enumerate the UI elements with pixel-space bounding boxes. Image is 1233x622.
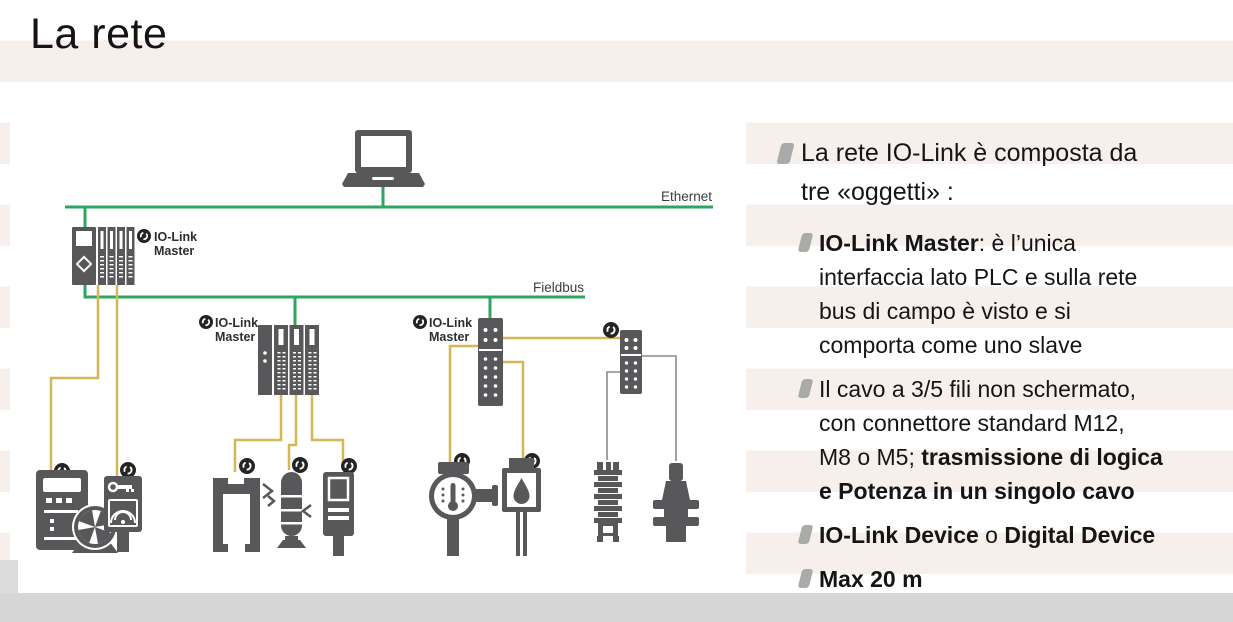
bullet-item: IO-Link Device o Digital Device	[797, 518, 1231, 552]
bullet-marker-icon	[797, 233, 814, 252]
laptop-icon	[342, 130, 425, 187]
digital-cables	[606, 355, 677, 461]
io-link-master-plc-label: IO-Link Master	[137, 229, 197, 258]
device-rfid-sensor	[104, 476, 142, 552]
bullet-text: Max 20 m	[819, 566, 923, 592]
device-signal-tower	[262, 472, 312, 548]
bullet-item: La rete IO-Link è composta da tre «ogget…	[776, 134, 1231, 212]
ethernet-line	[65, 187, 713, 227]
ethernet-label: Ethernet	[661, 189, 712, 204]
device-valve-sensor	[323, 472, 354, 556]
device-flow-sensor	[502, 458, 541, 556]
network-diagram-panel: Ethernet Fieldbus	[10, 105, 746, 593]
io-link-master-plc	[72, 227, 135, 285]
device-temperature-sensor	[429, 462, 498, 556]
footer-band	[0, 593, 1233, 622]
device-proximity-sensor-ribbed	[594, 462, 622, 542]
io-link-cables	[49, 285, 620, 478]
fieldbus-line	[83, 285, 585, 325]
fieldbus-label: Fieldbus	[533, 280, 584, 295]
bullet-marker-icon	[776, 143, 795, 164]
io-link-badge-icon	[413, 315, 427, 329]
io-link-master-block	[478, 318, 503, 406]
svg-text:IO-Link: IO-Link	[429, 316, 472, 330]
svg-text:Master: Master	[154, 244, 194, 258]
device-fork-sensor	[213, 478, 260, 552]
io-link-master-block-label: IO-Link Master	[413, 315, 472, 344]
bullet-list: La rete IO-Link è composta da tre «ogget…	[776, 134, 1231, 606]
bullet-text: IO-Link Device o Digital Device	[819, 522, 1156, 548]
svg-text:Master: Master	[429, 330, 469, 344]
device-proximity-sensor-flanged	[653, 463, 699, 542]
bullet-marker-icon	[797, 379, 814, 398]
bullet-item: Max 20 m	[797, 562, 1231, 596]
arrow-icons	[262, 483, 312, 518]
svg-text:IO-Link: IO-Link	[215, 316, 258, 330]
corner-square	[0, 560, 18, 593]
svg-text:IO-Link: IO-Link	[154, 230, 197, 244]
bullet-text: IO-Link Master: è l’unica interfaccia la…	[819, 230, 1138, 358]
io-link-master-rack	[258, 325, 319, 395]
io-link-badge-icon	[603, 322, 619, 338]
device-drive-with-fan	[36, 470, 118, 553]
bullet-text: Il cavo a 3/5 fili non schermato, con co…	[819, 376, 1163, 504]
io-link-hub	[603, 322, 642, 394]
io-link-badge-icon	[137, 229, 151, 243]
bullet-item: IO-Link Master: è l’unica interfaccia la…	[797, 226, 1231, 362]
bullet-text: La rete IO-Link è composta da tre «ogget…	[801, 139, 1138, 206]
io-link-master-rack-label: IO-Link Master	[199, 315, 258, 344]
io-link-badge-icon	[239, 458, 255, 474]
io-link-badge-icon	[120, 462, 136, 478]
svg-text:Master: Master	[215, 330, 255, 344]
io-link-badge-icon	[292, 457, 308, 473]
io-link-badge-icon	[341, 458, 357, 474]
bullet-item: Il cavo a 3/5 fili non schermato, con co…	[797, 372, 1231, 508]
page-title: La rete	[30, 10, 168, 58]
io-link-badge-icon	[199, 315, 213, 329]
bullet-marker-icon	[797, 569, 814, 588]
bullet-marker-icon	[797, 525, 814, 544]
io-link-network-diagram: Ethernet Fieldbus	[36, 130, 713, 556]
